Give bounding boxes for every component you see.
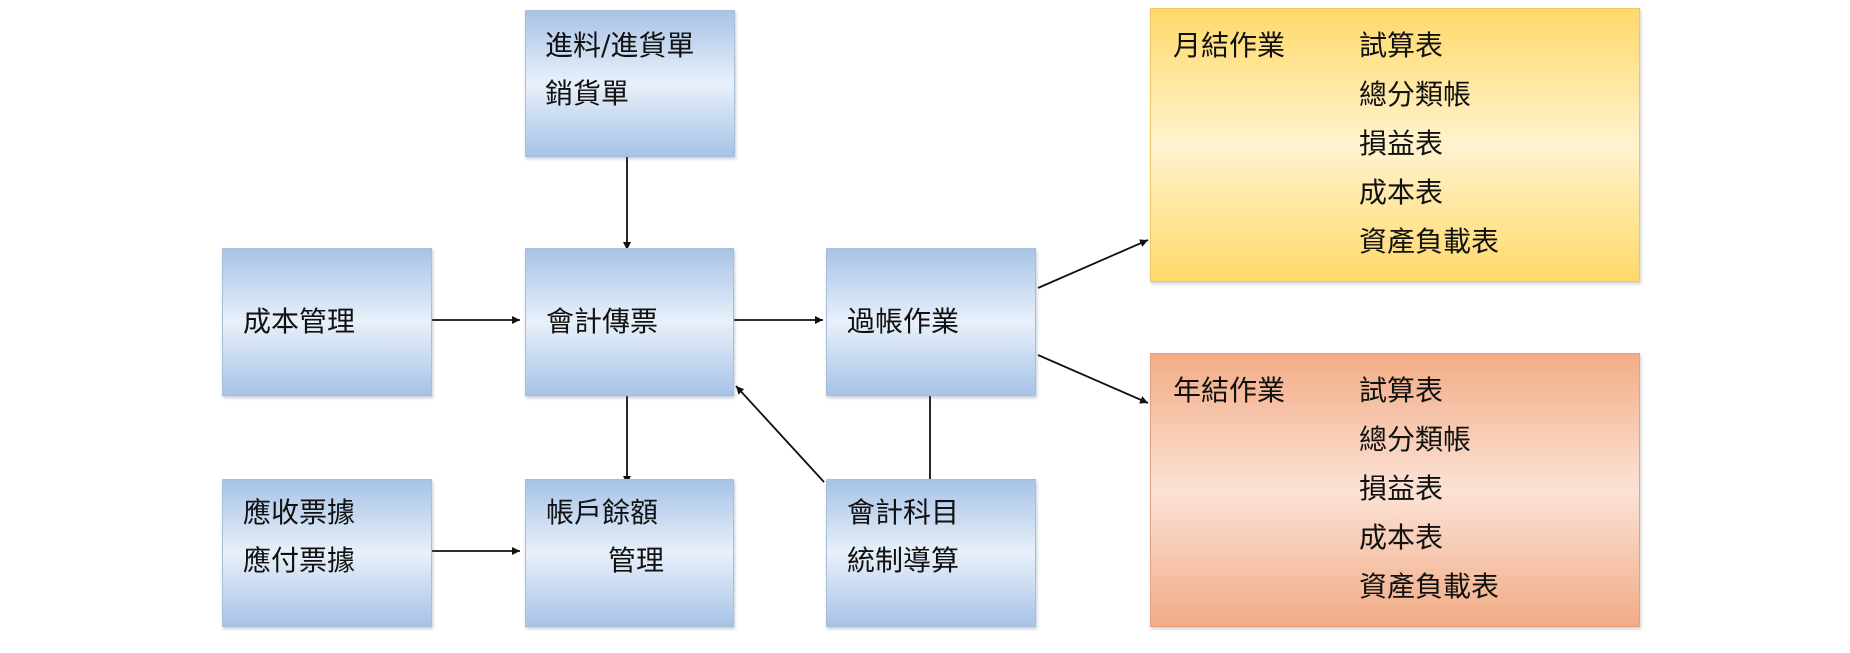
node-text: 統制導算 bbox=[847, 544, 960, 577]
node-text: 應付票據 bbox=[243, 544, 356, 577]
panel-item: 成本表 bbox=[1359, 176, 1444, 209]
node-text: 過帳作業 bbox=[847, 305, 960, 338]
node-notes: 應收票據 應付票據 bbox=[222, 479, 432, 627]
panel-item: 資產負載表 bbox=[1359, 225, 1500, 258]
arrow-accounts-to-voucher bbox=[735, 385, 825, 483]
arrow-posting-to-yearly bbox=[1037, 354, 1149, 404]
node-text: 會計科目 bbox=[847, 496, 960, 529]
node-cost-management: 成本管理 bbox=[222, 248, 432, 396]
panel-item: 試算表 bbox=[1359, 374, 1444, 407]
panel-item: 資產負載表 bbox=[1359, 570, 1500, 603]
node-text: 應收票據 bbox=[243, 496, 356, 529]
node-accounting-subjects: 會計科目 統制導算 bbox=[826, 479, 1036, 627]
panel-item: 損益表 bbox=[1359, 127, 1444, 160]
node-accounting-voucher: 會計傳票 bbox=[525, 248, 734, 396]
node-text: 進料/進貨單 bbox=[545, 29, 695, 62]
node-text: 帳戶餘額 bbox=[546, 496, 659, 529]
panel-item: 總分類帳 bbox=[1359, 423, 1472, 456]
panel-title: 年結作業 bbox=[1173, 374, 1286, 407]
panel-yearly-closing: 年結作業 試算表 總分類帳 損益表 成本表 資產負載表 bbox=[1150, 353, 1640, 627]
node-text: 管理 bbox=[608, 544, 665, 577]
panel-title: 月結作業 bbox=[1173, 29, 1286, 62]
panel-item: 總分類帳 bbox=[1359, 78, 1472, 111]
node-account-balance: 帳戶餘額 管理 bbox=[525, 479, 734, 627]
panel-monthly-closing: 月結作業 試算表 總分類帳 損益表 成本表 資產負載表 bbox=[1150, 8, 1640, 282]
node-text: 銷貨單 bbox=[545, 77, 630, 110]
node-posting: 過帳作業 bbox=[826, 248, 1036, 396]
arrow-posting-to-monthly bbox=[1037, 239, 1149, 289]
panel-item: 成本表 bbox=[1359, 521, 1444, 554]
panel-item: 試算表 bbox=[1359, 29, 1444, 62]
panel-item: 損益表 bbox=[1359, 472, 1444, 505]
node-text: 會計傳票 bbox=[546, 305, 659, 338]
node-text: 成本管理 bbox=[243, 305, 356, 338]
node-purchase-sales: 進料/進貨單 銷貨單 bbox=[525, 10, 735, 157]
